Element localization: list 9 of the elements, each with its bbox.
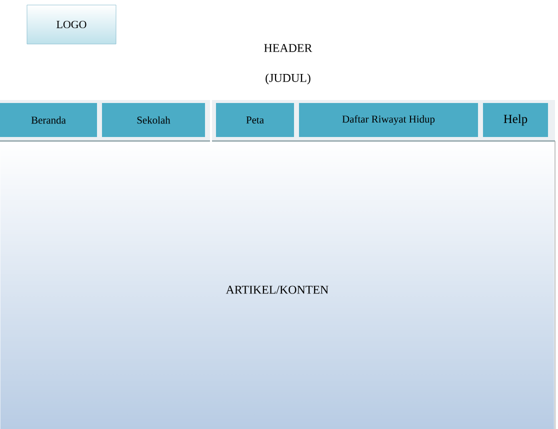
content-area: ARTIKEL/KONTEN — [226, 286, 328, 294]
menu-tab: Daftar Riwayat Hidup — [299, 103, 478, 137]
menu-tab: Beranda — [0, 103, 97, 137]
menu-tab: Help — [483, 103, 548, 137]
menu-tab: Peta — [216, 103, 294, 137]
header-subtitle: (JUDUL) — [266, 74, 310, 84]
label-box: LOGO — [26, 4, 116, 44]
menu-tab: Sekolah — [102, 103, 205, 137]
header-title: HEADER — [264, 44, 312, 52]
